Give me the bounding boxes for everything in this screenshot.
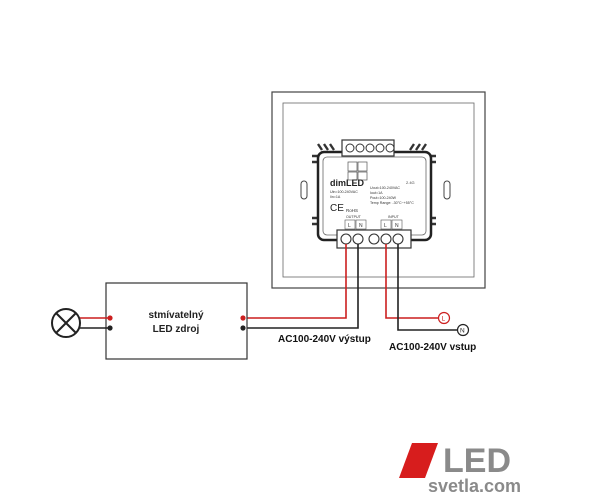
logo-text-bottom: svetla.com	[428, 476, 521, 496]
output-label: OUTPUT	[346, 215, 362, 219]
device-brand: dimLED	[330, 178, 365, 188]
wire-output-n	[243, 244, 359, 329]
terminal-mark-in-n	[391, 219, 403, 230]
led-driver-label-line2: LED zdroj	[153, 324, 200, 335]
mains-terminal-l-label: L	[442, 316, 446, 323]
mains-terminal-n-label: N	[460, 328, 465, 335]
rohs-mark: RoHS	[346, 208, 358, 213]
terminal-out-l-label: L	[348, 223, 351, 229]
logo-text-top: LED	[443, 442, 511, 480]
mount-slot-right	[443, 180, 451, 200]
wire-input-n	[397, 244, 457, 331]
mains-terminal-l	[437, 311, 451, 325]
device-spec-left-0: Uin=100-240VAC	[330, 190, 358, 194]
device-spec-right-3: Temp Range: -30°C~+55°C	[370, 201, 414, 205]
output-voltage-label: AC100-240V výstup	[278, 334, 371, 345]
device-spec-right-2: Pout=100-240W	[370, 196, 397, 200]
wire-input-l	[385, 244, 438, 319]
terminal-in-l-label: L	[384, 223, 387, 229]
terminal-mark-in-l	[380, 219, 392, 230]
ledsvetla-logo: LED svetla.com	[399, 442, 521, 496]
mains-terminal-n	[456, 323, 470, 337]
terminal-in-n-label: N	[395, 223, 399, 229]
device-spec-right-0: Uout=100-240VAC	[370, 186, 400, 190]
input-label: INPUT	[388, 215, 400, 219]
terminal-out-n-label: N	[359, 223, 363, 229]
input-voltage-label: AC100-240V vstup	[389, 342, 476, 353]
wire-output-l	[243, 244, 347, 319]
terminal-mark-out-n	[355, 219, 367, 230]
bottom-terminals	[340, 233, 404, 245]
module-icons	[347, 161, 368, 181]
ce-mark: CE	[330, 203, 344, 214]
led-driver-box	[105, 282, 248, 360]
device-spec-left-1: Iin=1A	[330, 195, 341, 199]
device-spec-right-1: Iout=1A	[370, 191, 383, 195]
driver-terminal-right-n	[240, 325, 246, 331]
driver-terminal-right-l	[240, 315, 246, 321]
mount-slot-left	[300, 180, 308, 200]
device-frequency: 2.4G	[406, 180, 415, 185]
logo-slash-mark	[399, 443, 438, 478]
top-connector-pins	[345, 143, 395, 153]
led-driver-label-line1: stmívatelný	[148, 310, 203, 321]
terminal-mark-out-l	[344, 219, 356, 230]
lamp-icon	[51, 308, 81, 338]
